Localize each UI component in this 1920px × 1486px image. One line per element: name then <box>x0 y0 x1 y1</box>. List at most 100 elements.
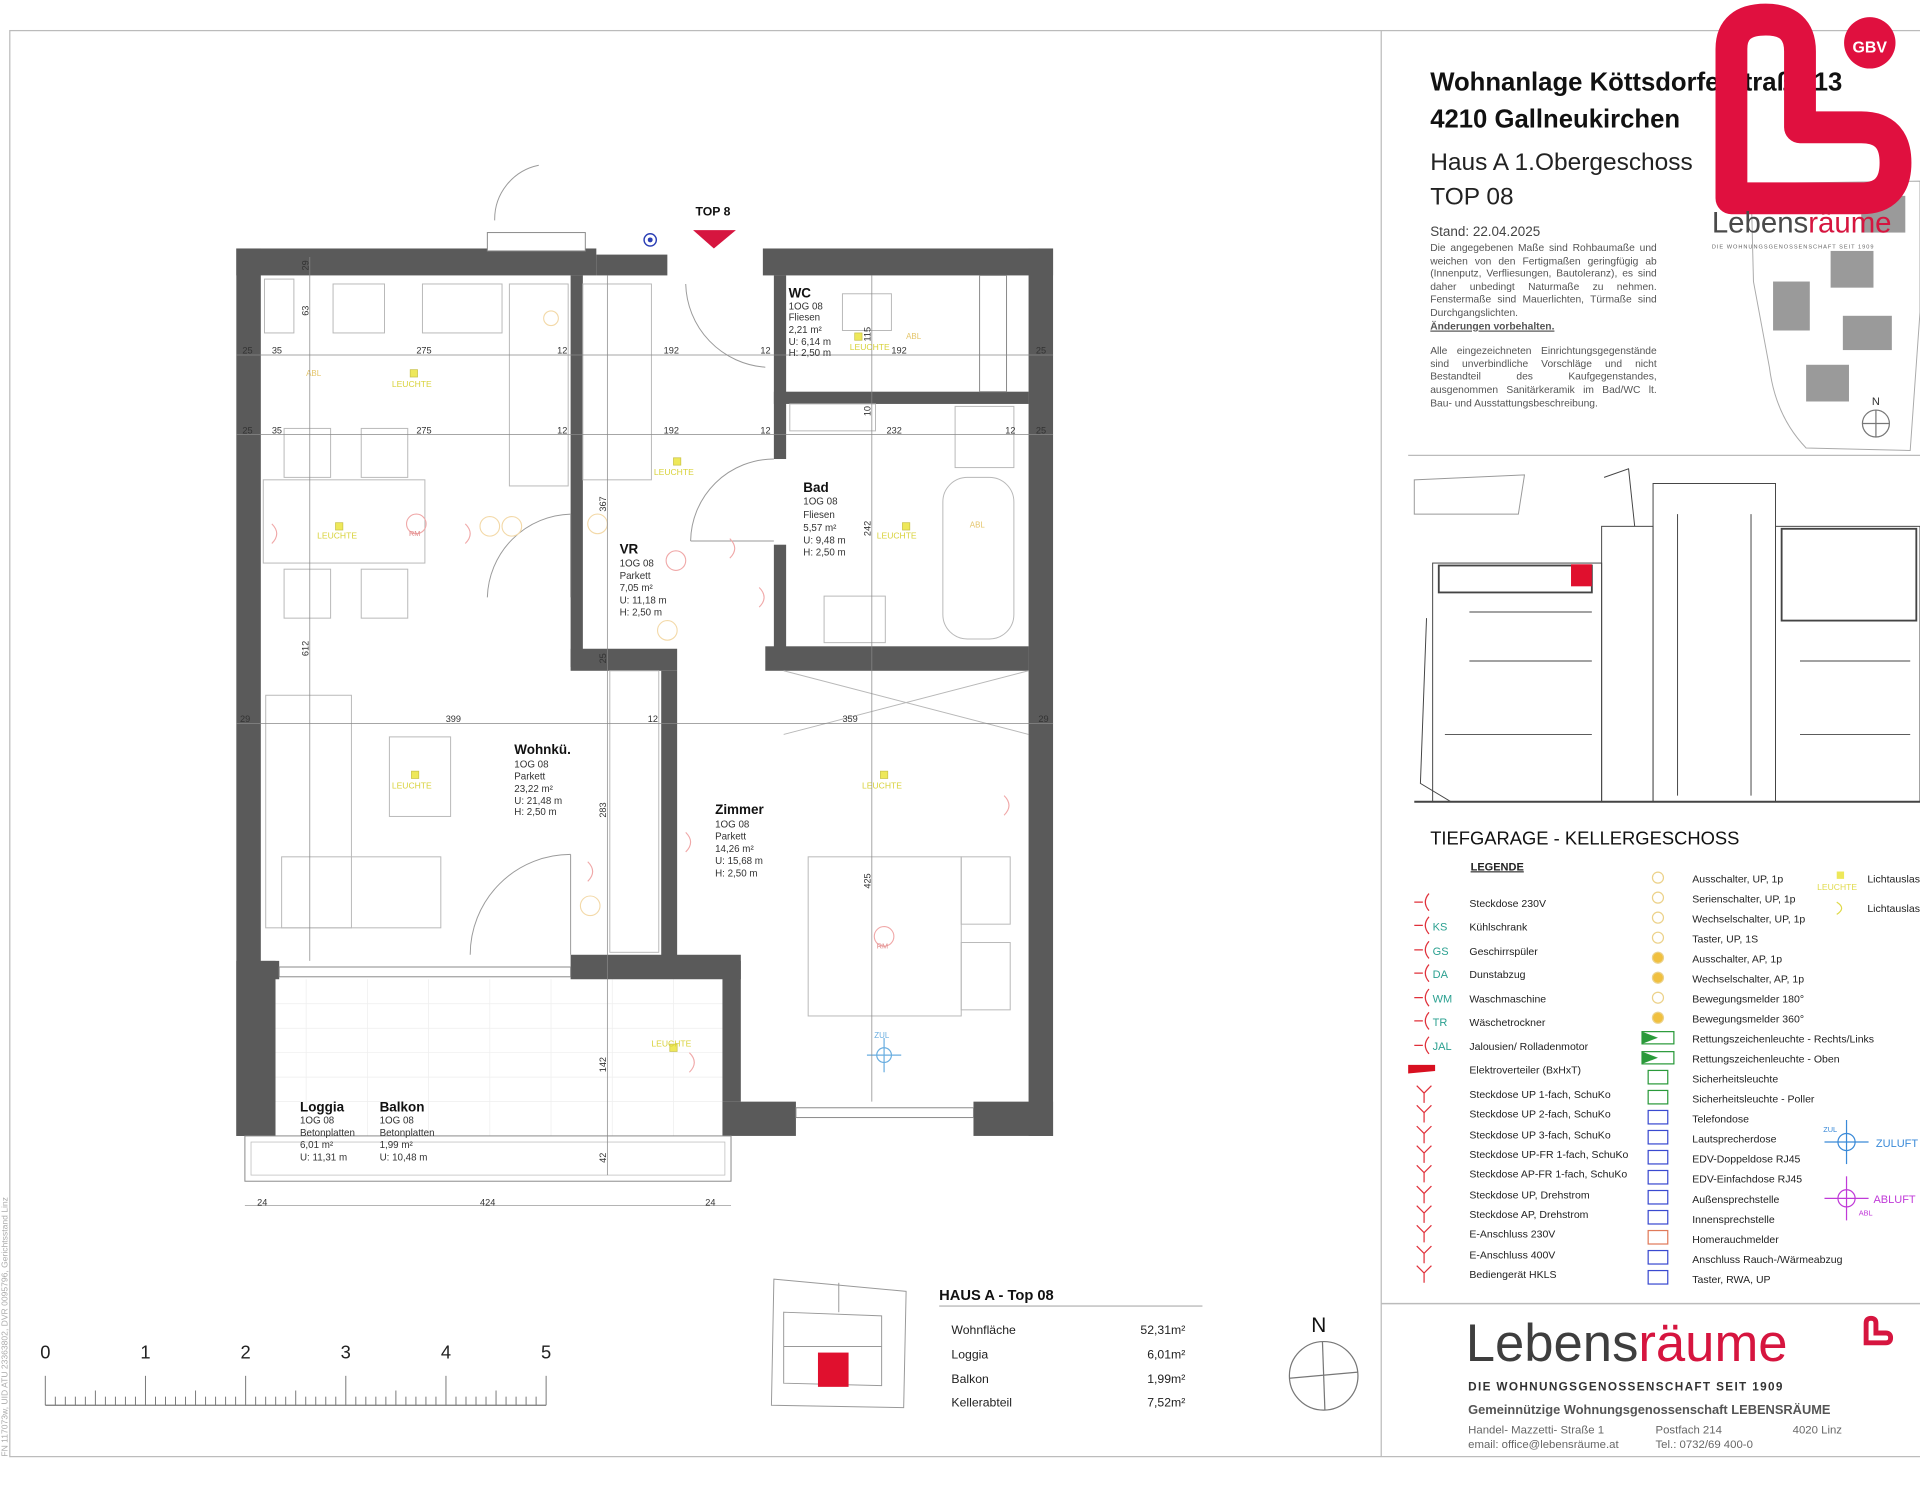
room-height: H: 2,50 m <box>620 608 662 619</box>
legend-label: EDV-Doppeldose RJ45 <box>1692 1154 1800 1166</box>
legend-item: Steckdose UP, Drehstrom <box>1416 1185 1590 1204</box>
legend-label: Homerauchmelder <box>1692 1234 1779 1246</box>
gbv-badge <box>1844 17 1896 69</box>
legend-label: Rettungszeichenleuchte - Oben <box>1692 1054 1839 1066</box>
dim-label: 25 <box>1036 425 1046 435</box>
rm-label: RM <box>409 529 420 538</box>
dim-label: 25 <box>242 425 252 435</box>
dim-label: 12 <box>760 346 770 356</box>
room-floor: Fliesen <box>789 313 821 324</box>
legend-label: Steckdose UP, Drehstrom <box>1469 1189 1589 1201</box>
room-floor: Betonplatten <box>300 1128 355 1139</box>
dimension-lines <box>236 257 1054 1207</box>
dim-label: 12 <box>557 425 567 435</box>
room-unit: 1OG 08 <box>300 1116 335 1127</box>
room-unit: 1OG 08 <box>715 819 750 830</box>
door-swings <box>469 164 774 955</box>
abluft-icon <box>1824 1176 1869 1221</box>
light-label: LEUCHTE <box>392 379 432 389</box>
dimensions-row3: 29 399 12 359 29 <box>240 714 1049 724</box>
legend-item: Bediengerät HKLS <box>1416 1265 1557 1283</box>
light-label: LEUCHTE <box>877 531 917 541</box>
room-floor: Betonplatten <box>380 1128 435 1139</box>
socket-icon <box>1416 1104 1432 1123</box>
rm-label: RM <box>877 942 888 951</box>
dim-label: 12 <box>557 346 567 356</box>
brand-wordmark-top: Lebensräume <box>1712 207 1892 240</box>
disclaimer-changes: Änderungen vorbehalten. <box>1430 318 1555 332</box>
summary-value: 7,52m² <box>1147 1395 1185 1409</box>
legend-label: Steckdose UP-FR 1-fach, SchuKo <box>1469 1149 1628 1161</box>
socket-icon <box>1416 1265 1432 1283</box>
building-floor: Haus A 1.Obergeschoss <box>1430 149 1693 176</box>
room-perimeter: U: 11,18 m <box>620 595 667 606</box>
room-floor: Parkett <box>715 832 746 843</box>
room-wohnkueche: Wohnkü. 1OG 08 Parkett 23,22 m² U: 21,48… <box>514 742 571 818</box>
legend-label: E-Anschluss 400V <box>1469 1249 1555 1261</box>
legend-label: Kühlschrank <box>1469 921 1528 933</box>
light-label: LEUCHTE <box>862 780 902 790</box>
dim-label: 242 <box>863 521 873 536</box>
room-floor: Parkett <box>620 571 651 582</box>
light-label: LEUCHTE <box>317 531 357 541</box>
walls <box>236 248 1054 1136</box>
summary-title: HAUS A - Top 08 <box>939 1288 1054 1304</box>
room-area: 2,21 m² <box>789 325 823 336</box>
summary-value: 52,31m² <box>1140 1323 1185 1337</box>
legend-item: EDV-Einfachdose RJ45 <box>1647 1169 1802 1186</box>
unit-number: TOP 08 <box>1430 183 1513 210</box>
socket-icon <box>1416 1205 1432 1223</box>
dim-label: 192 <box>891 346 906 356</box>
area-summary: HAUS A - Top 08 Wohnfläche 52,31m² Loggi… <box>939 1288 1203 1409</box>
socket-icon <box>1414 964 1430 983</box>
room-zimmer: Zimmer 1OG 08 Parkett 14,26 m² U: 15,68 … <box>715 802 764 879</box>
unit-storage-highlight <box>1571 564 1592 587</box>
legend-symbol-leuchte: LEUCHTE <box>1817 882 1857 892</box>
room-unit: 1OG 08 <box>803 496 838 507</box>
company-name: Gemeinnützige Wohnungsgenossenschaft LEB… <box>1468 1402 1831 1417</box>
legend-item: Taster, UP, 1S <box>1651 931 1758 946</box>
socket-icon <box>1416 1164 1432 1183</box>
legend-label: ZULUFT <box>1876 1138 1918 1150</box>
dim-label: 42 <box>598 1153 608 1163</box>
header: Wohnanlage Köttsdorferstraße 13 4210 Gal… <box>1408 3 1920 456</box>
dim-label: 399 <box>446 714 461 724</box>
room-area: 7,05 m² <box>620 583 654 594</box>
legend-item: Elektroverteiler (BxHxT) <box>1408 1064 1581 1076</box>
dim-label: 29 <box>301 260 311 270</box>
light-label: LEUCHTE <box>850 342 890 352</box>
entry-label: TOP 8 <box>696 204 731 218</box>
device-icon <box>1647 1089 1669 1105</box>
legend-item: Anschluss Rauch-/Wärmeabzug <box>1647 1249 1843 1266</box>
legend-label: Außensprechstelle <box>1692 1194 1779 1206</box>
room-bad: Bad 1OG 08 Fliesen 5,57 m² U: 9,48 m H: … <box>803 480 845 559</box>
room-area: 5,57 m² <box>803 523 837 534</box>
room-perimeter: U: 9,48 m <box>803 535 845 546</box>
project-address: 4210 Gallneukirchen <box>1430 105 1680 133</box>
garage-plan <box>1413 468 1920 803</box>
company-email[interactable]: email: office@lebensräume.at <box>1468 1439 1619 1451</box>
summary-value: 6,01m² <box>1147 1348 1185 1362</box>
legend-label: Ausschalter, UP, 1p <box>1692 874 1783 886</box>
legend-label: Serienschalter, UP, 1p <box>1692 894 1795 906</box>
legend-item: Bewegungsmelder 180° <box>1651 991 1804 1006</box>
legend-item: Rettungszeichenleuchte - Rechts/Links <box>1641 1031 1874 1046</box>
legend-label: Innensprechstelle <box>1692 1214 1775 1226</box>
socket-icon <box>1416 1224 1432 1243</box>
sheet-border <box>9 29 1920 1458</box>
dim-label: 275 <box>416 346 431 356</box>
room-name: Zimmer <box>715 802 764 817</box>
switch-icon <box>1651 891 1665 904</box>
dimensions-row1: 25 35 275 12 192 12 192 25 <box>242 346 1046 356</box>
legend-label: Dunstabzug <box>1469 969 1525 981</box>
dim-label: 367 <box>598 496 608 511</box>
legend-col3: LEUCHTE Lichtauslass Lichtauslass ZUL ZU… <box>1817 871 1920 1221</box>
socket-icon <box>1414 940 1430 959</box>
legend-label: Lichtauslass <box>1867 874 1920 886</box>
dim-label: 35 <box>272 425 282 435</box>
socket-icon <box>1414 1036 1430 1055</box>
